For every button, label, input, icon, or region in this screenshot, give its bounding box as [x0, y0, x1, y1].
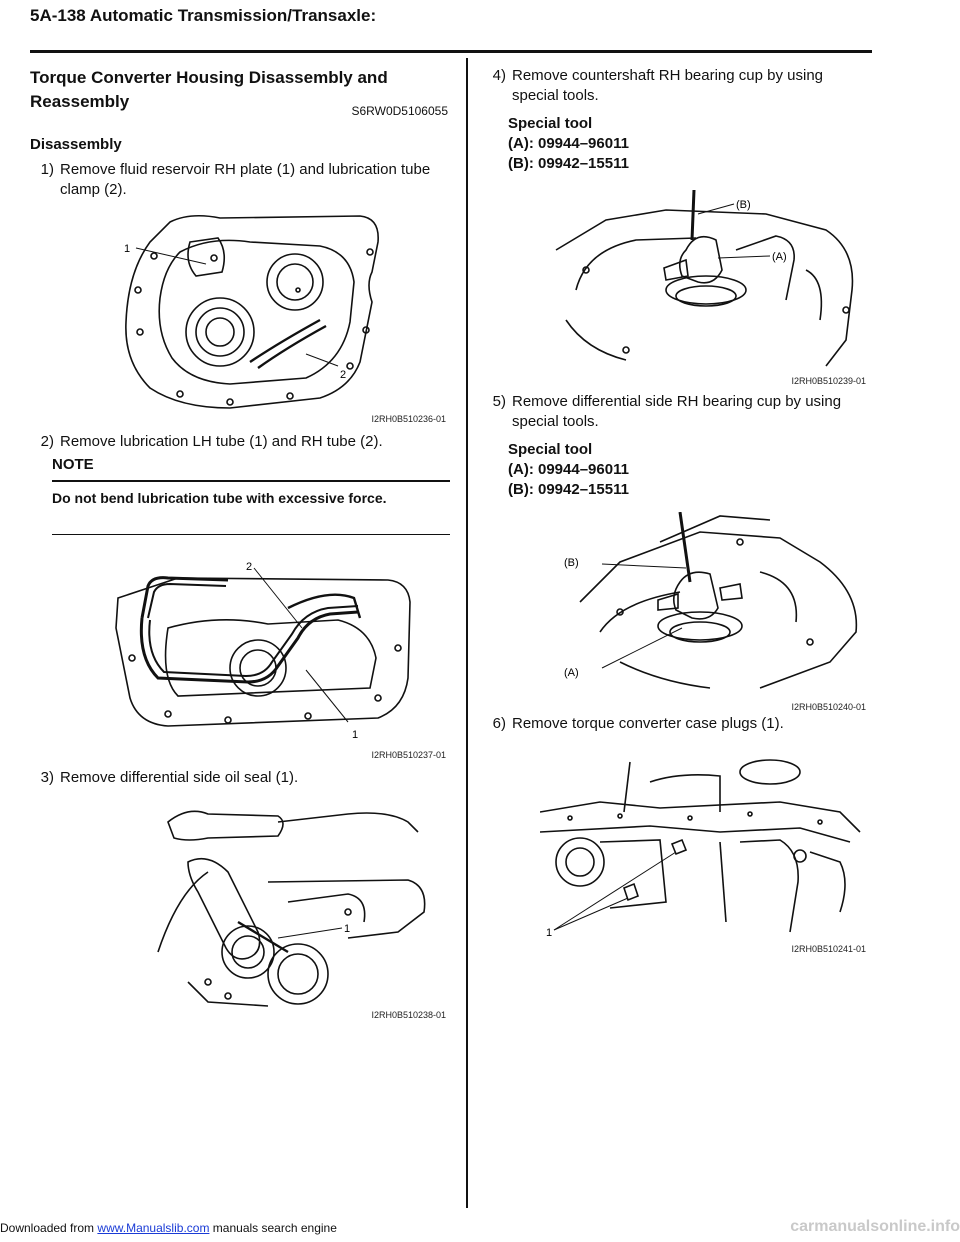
figure-238-caption: I2RH0B510238-01 [371, 1010, 446, 1020]
special-tool-block-2: Special tool (A): 09944–96011 (B): 09942… [508, 440, 629, 500]
note-label: NOTE [52, 456, 94, 473]
footer-watermark: carmanualsonline.info [790, 1218, 960, 1235]
step-4-text: Remove countershaft RH bearing cup by us… [512, 67, 824, 104]
figure-237-caption: I2RH0B510237-01 [371, 750, 446, 760]
figure-238-label-1: 1 [344, 923, 350, 935]
figure-236-caption: I2RH0B510236-01 [371, 414, 446, 424]
footer-prefix: Downloaded from [0, 1221, 95, 1235]
footer-download-note: Downloaded from www.Manualslib.com manua… [0, 1221, 337, 1235]
figure-241-label-1: 1 [546, 927, 552, 939]
figure-237-label-1: 1 [352, 729, 358, 741]
step-2-number: 2) [40, 433, 54, 450]
figure-237-label-2: 2 [246, 561, 252, 573]
figure-239-label-b: (B) [736, 199, 751, 211]
note-box: NOTE Do not bend lubrication tube with e… [30, 456, 450, 535]
figure-241-caption: I2RH0B510241-01 [791, 944, 866, 954]
special-tool-label-2: Special tool [508, 441, 593, 458]
figure-239-caption: I2RH0B510239-01 [791, 376, 866, 386]
figure-239-label-a: (A) [772, 251, 787, 263]
section-code: S6RW0D5106055 [351, 104, 448, 118]
step-1-text: Remove fluid reservoir RH plate (1) and … [60, 161, 431, 198]
step-3: 3) Remove differential side oil seal (1)… [30, 768, 450, 788]
footer-manualslib-link[interactable]: www.Manualslib.com [97, 1221, 210, 1235]
step-4: 4) Remove countershaft RH bearing cup by… [482, 66, 872, 106]
step-2-text: Remove lubrication LH tube (1) and RH tu… [60, 433, 383, 450]
step-6-number: 6) [492, 715, 506, 732]
figure-240-caption: I2RH0B510240-01 [791, 702, 866, 712]
step-4-number: 4) [492, 67, 506, 84]
special-tool-label-1: Special tool [508, 115, 593, 132]
special-tool-b-2: (B): 09942–15511 [508, 481, 629, 498]
footer-suffix: manuals search engine [212, 1221, 337, 1235]
special-tool-a-1: (A): 09944–96011 [508, 135, 629, 152]
step-6: 6) Remove torque converter case plugs (1… [482, 714, 872, 734]
step-6-text: Remove torque converter case plugs (1). [512, 715, 784, 732]
step-3-text: Remove differential side oil seal (1). [60, 769, 299, 786]
special-tool-block-1: Special tool (A): 09944–96011 (B): 09942… [508, 114, 629, 174]
figure-238: 1 [148, 802, 448, 1008]
figure-241: 1 [540, 752, 870, 942]
step-5: 5) Remove differential side RH bearing c… [482, 392, 872, 432]
figure-236-label-2: 2 [340, 369, 346, 381]
figure-239: (B) (A) [546, 190, 872, 372]
note-bottom-rule [52, 534, 450, 535]
section-title: Torque Converter Housing Disassembly and… [30, 68, 388, 111]
page-header-title: 5A-138 Automatic Transmission/Transaxle: [30, 6, 377, 25]
step-1: 1) Remove fluid reservoir RH plate (1) a… [30, 160, 450, 200]
note-text: Do not bend lubrication tube with excess… [52, 490, 387, 506]
disassembly-heading: Disassembly [30, 136, 122, 153]
figure-240-label-b: (B) [564, 557, 579, 569]
step-1-number: 1) [40, 161, 54, 178]
special-tool-b-1: (B): 09942–15511 [508, 155, 629, 172]
step-5-text: Remove differential side RH bearing cup … [512, 393, 842, 430]
note-top-rule [52, 480, 450, 482]
figure-240-label-a: (A) [564, 667, 579, 679]
figure-236: 1 2 [110, 212, 450, 412]
step-3-number: 3) [40, 769, 54, 786]
figure-236-label-1: 1 [124, 243, 130, 255]
column-divider [466, 58, 468, 1208]
figure-237: 2 1 [108, 558, 450, 748]
special-tool-a-2: (A): 09944–96011 [508, 461, 629, 478]
step-5-number: 5) [492, 393, 506, 410]
header-rule [30, 50, 872, 53]
step-2: 2) Remove lubrication LH tube (1) and RH… [30, 432, 450, 452]
figure-240: (B) (A) [560, 512, 872, 698]
